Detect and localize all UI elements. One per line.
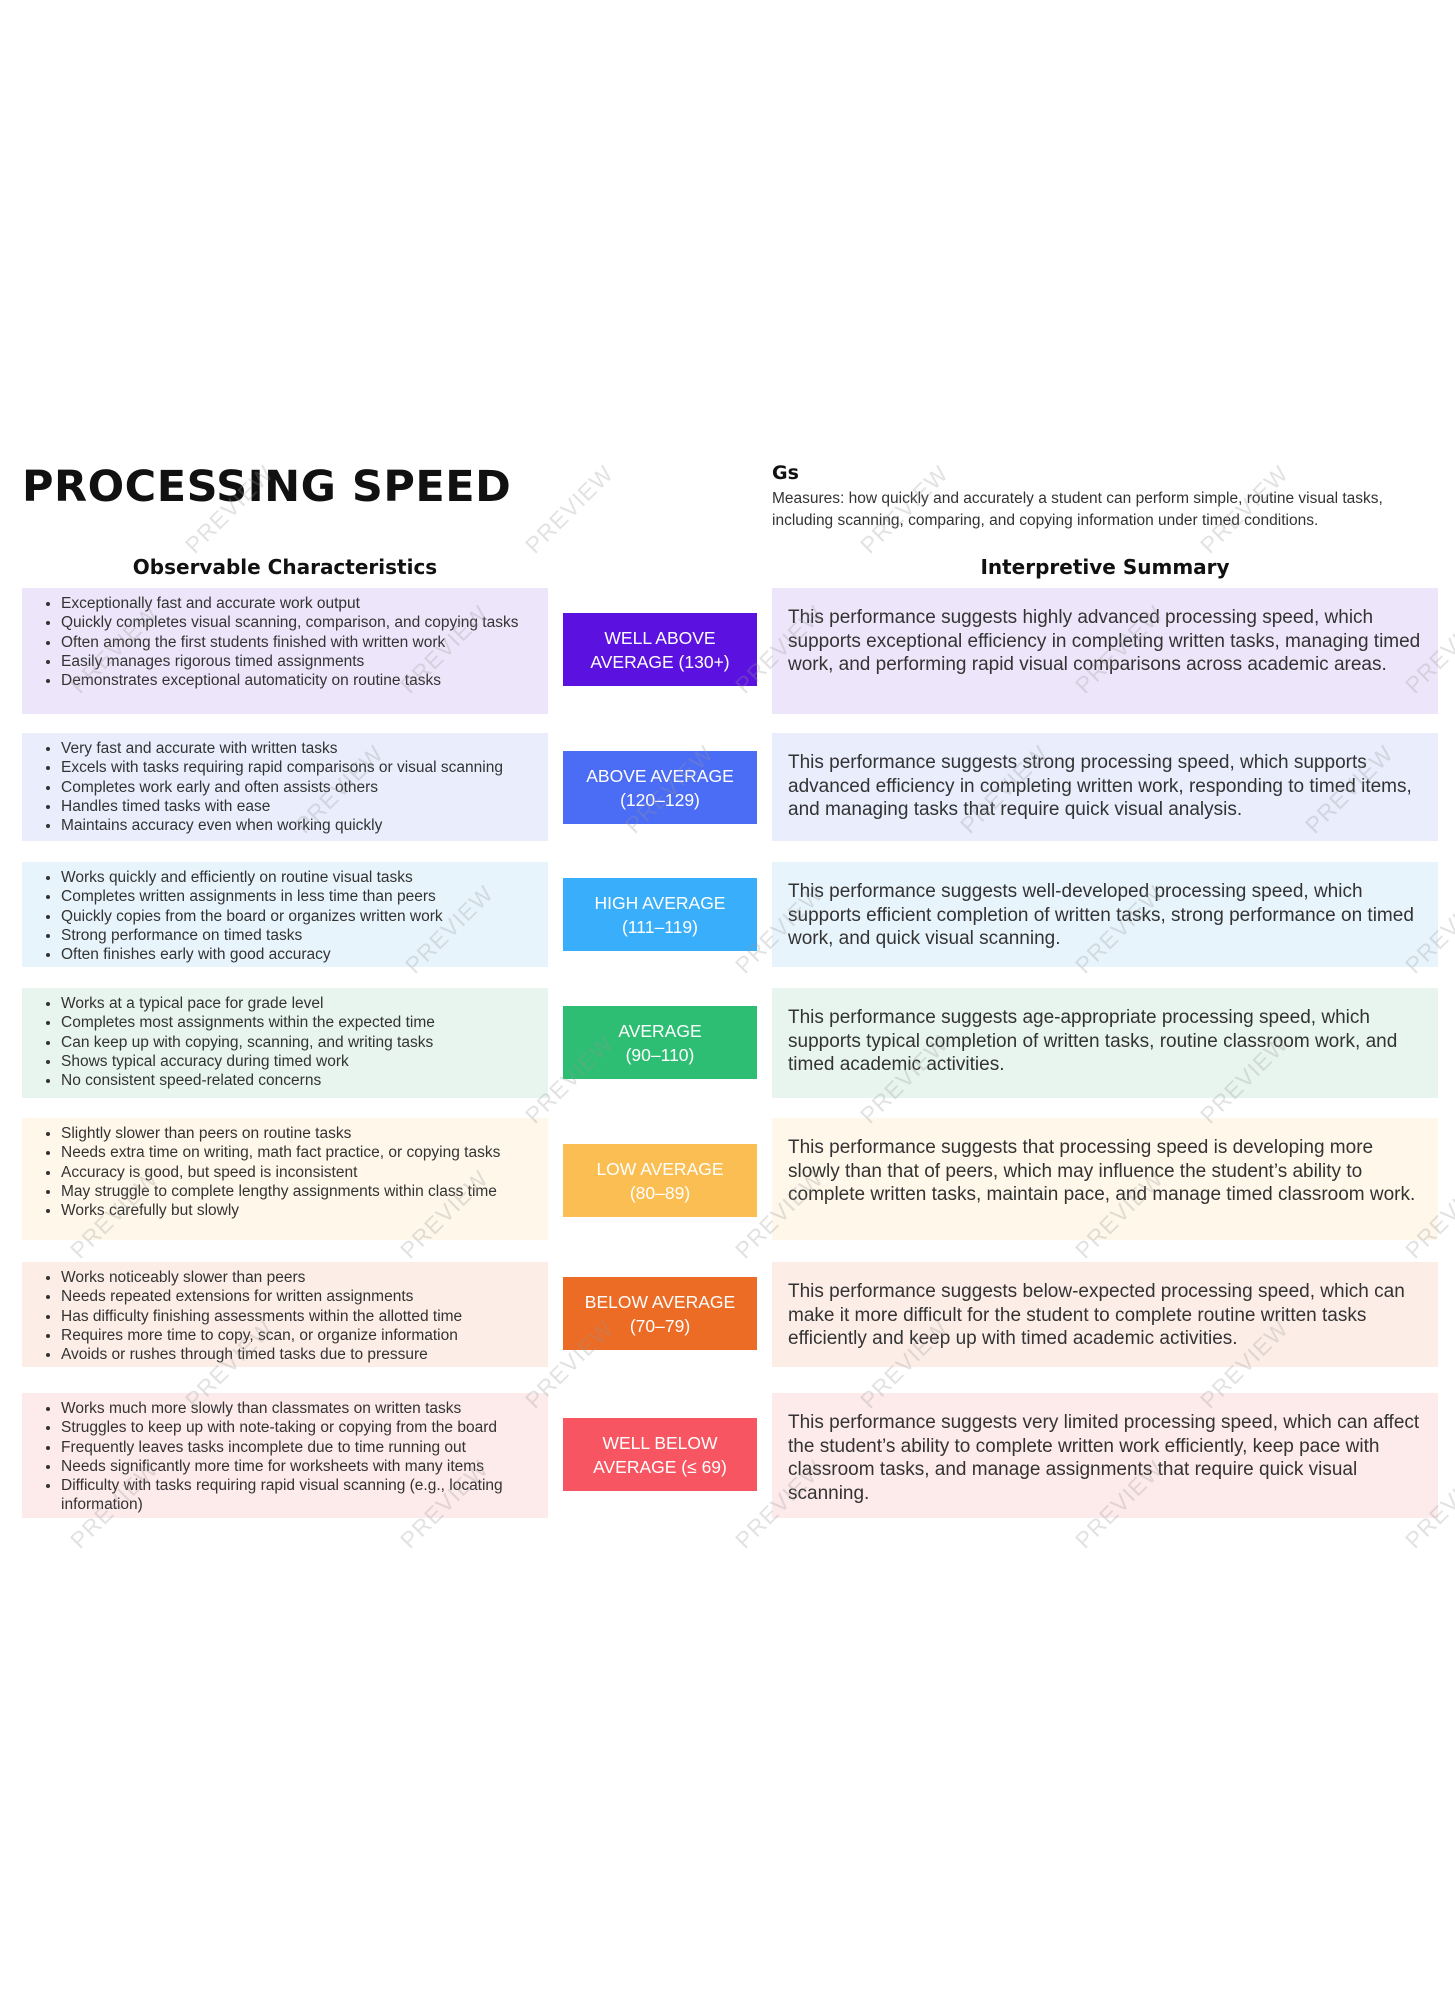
list-item: Accuracy is good, but speed is inconsist… [61, 1163, 538, 1182]
level-label: LOW AVERAGE (80–89) [596, 1158, 724, 1203]
level-row: Works quickly and efficiently on routine… [0, 862, 1455, 967]
list-item: Often finishes early with good accuracy [61, 945, 538, 964]
summary-cell: This performance suggests highly advance… [772, 588, 1438, 714]
list-item: Frequently leaves tasks incomplete due t… [61, 1438, 538, 1457]
list-item: Works much more slowly than classmates o… [61, 1399, 538, 1418]
characteristics-cell: Very fast and accurate with written task… [22, 733, 548, 841]
list-item: Often among the first students finished … [61, 633, 538, 652]
list-item: May struggle to complete lengthy assignm… [61, 1182, 538, 1201]
characteristics-cell: Works much more slowly than classmates o… [22, 1393, 548, 1518]
list-item: Struggles to keep up with note-taking or… [61, 1418, 538, 1437]
list-item: Easily manages rigorous timed assignment… [61, 652, 538, 671]
characteristics-cell: Works at a typical pace for grade levelC… [22, 988, 548, 1098]
level-row: Very fast and accurate with written task… [0, 733, 1455, 841]
watermark-text: PREVIEW [520, 460, 619, 559]
list-item: Quickly completes visual scanning, compa… [61, 613, 538, 632]
list-item: No consistent speed-related concerns [61, 1071, 538, 1090]
interpretive-summary-header: Interpretive Summary [980, 555, 1230, 579]
page-title: PROCESSING SPEED [22, 462, 512, 512]
list-item: Needs significantly more time for worksh… [61, 1457, 538, 1476]
list-item: Maintains accuracy even when working qui… [61, 816, 538, 835]
level-label: ABOVE AVERAGE (120–129) [586, 765, 734, 810]
level-label: WELL ABOVE AVERAGE (130+) [590, 627, 730, 672]
list-item: Has difficulty finishing assessments wit… [61, 1307, 538, 1326]
list-item: Exceptionally fast and accurate work out… [61, 594, 538, 613]
list-item: Needs extra time on writing, math fact p… [61, 1143, 538, 1162]
level-row: Slightly slower than peers on routine ta… [0, 1118, 1455, 1240]
list-item: Slightly slower than peers on routine ta… [61, 1124, 538, 1143]
summary-cell: This performance suggests age-appropriat… [772, 988, 1438, 1098]
summary-cell: This performance suggests below-expected… [772, 1262, 1438, 1367]
summary-cell: This performance suggests well-developed… [772, 862, 1438, 967]
level-row: Works noticeably slower than peersNeeds … [0, 1262, 1455, 1367]
list-item: Demonstrates exceptional automaticity on… [61, 671, 538, 690]
level-badge: BELOW AVERAGE (70–79) [563, 1277, 757, 1350]
level-badge: WELL ABOVE AVERAGE (130+) [563, 613, 757, 686]
level-label: BELOW AVERAGE (70–79) [584, 1291, 736, 1336]
list-item: Strong performance on timed tasks [61, 926, 538, 945]
list-item: Works at a typical pace for grade level [61, 994, 538, 1013]
characteristics-list: Works much more slowly than classmates o… [32, 1399, 538, 1515]
summary-cell: This performance suggests that processin… [772, 1118, 1438, 1240]
characteristics-list: Very fast and accurate with written task… [32, 739, 538, 835]
characteristics-list: Slightly slower than peers on routine ta… [32, 1124, 538, 1220]
list-item: Handles timed tasks with ease [61, 797, 538, 816]
list-item: Works noticeably slower than peers [61, 1268, 538, 1287]
list-item: Completes work early and often assists o… [61, 778, 538, 797]
characteristics-cell: Works quickly and efficiently on routine… [22, 862, 548, 967]
level-badge: HIGH AVERAGE (111–119) [563, 878, 757, 951]
characteristics-list: Exceptionally fast and accurate work out… [32, 594, 538, 690]
level-row: Exceptionally fast and accurate work out… [0, 588, 1455, 714]
list-item: Requires more time to copy, scan, or org… [61, 1326, 538, 1345]
characteristics-list: Works at a typical pace for grade levelC… [32, 994, 538, 1090]
list-item: Quickly copies from the board or organiz… [61, 907, 538, 926]
level-row: Works at a typical pace for grade levelC… [0, 988, 1455, 1098]
level-label: HIGH AVERAGE (111–119) [594, 892, 726, 937]
level-badge: WELL BELOW AVERAGE (≤ 69) [563, 1418, 757, 1491]
list-item: Difficulty with tasks requiring rapid vi… [61, 1476, 538, 1515]
list-item: Very fast and accurate with written task… [61, 739, 538, 758]
level-badge: LOW AVERAGE (80–89) [563, 1144, 757, 1217]
characteristics-cell: Slightly slower than peers on routine ta… [22, 1118, 548, 1240]
list-item: Completes most assignments within the ex… [61, 1013, 538, 1032]
list-item: Avoids or rushes through timed tasks due… [61, 1345, 538, 1364]
list-item: Can keep up with copying, scanning, and … [61, 1033, 538, 1052]
characteristics-list: Works quickly and efficiently on routine… [32, 868, 538, 964]
ability-code: Gs [772, 462, 799, 484]
list-item: Works carefully but slowly [61, 1201, 538, 1220]
list-item: Works quickly and efficiently on routine… [61, 868, 538, 887]
level-badge: ABOVE AVERAGE (120–129) [563, 751, 757, 824]
summary-cell: This performance suggests very limited p… [772, 1393, 1438, 1518]
level-row: Works much more slowly than classmates o… [0, 1393, 1455, 1518]
list-item: Excels with tasks requiring rapid compar… [61, 758, 538, 777]
list-item: Shows typical accuracy during timed work [61, 1052, 538, 1071]
level-badge: AVERAGE (90–110) [563, 1006, 757, 1079]
level-label: AVERAGE (90–110) [618, 1020, 702, 1065]
list-item: Needs repeated extensions for written as… [61, 1287, 538, 1306]
characteristics-list: Works noticeably slower than peersNeeds … [32, 1268, 538, 1364]
ability-description-block: Gs Measures: how quickly and accurately … [772, 462, 1432, 532]
level-label: WELL BELOW AVERAGE (≤ 69) [593, 1432, 727, 1477]
characteristics-cell: Works noticeably slower than peersNeeds … [22, 1262, 548, 1367]
observable-characteristics-header: Observable Characteristics [132, 555, 438, 579]
list-item: Completes written assignments in less ti… [61, 887, 538, 906]
summary-cell: This performance suggests strong process… [772, 733, 1438, 841]
characteristics-cell: Exceptionally fast and accurate work out… [22, 588, 548, 714]
ability-description: Measures: how quickly and accurately a s… [772, 490, 1383, 529]
